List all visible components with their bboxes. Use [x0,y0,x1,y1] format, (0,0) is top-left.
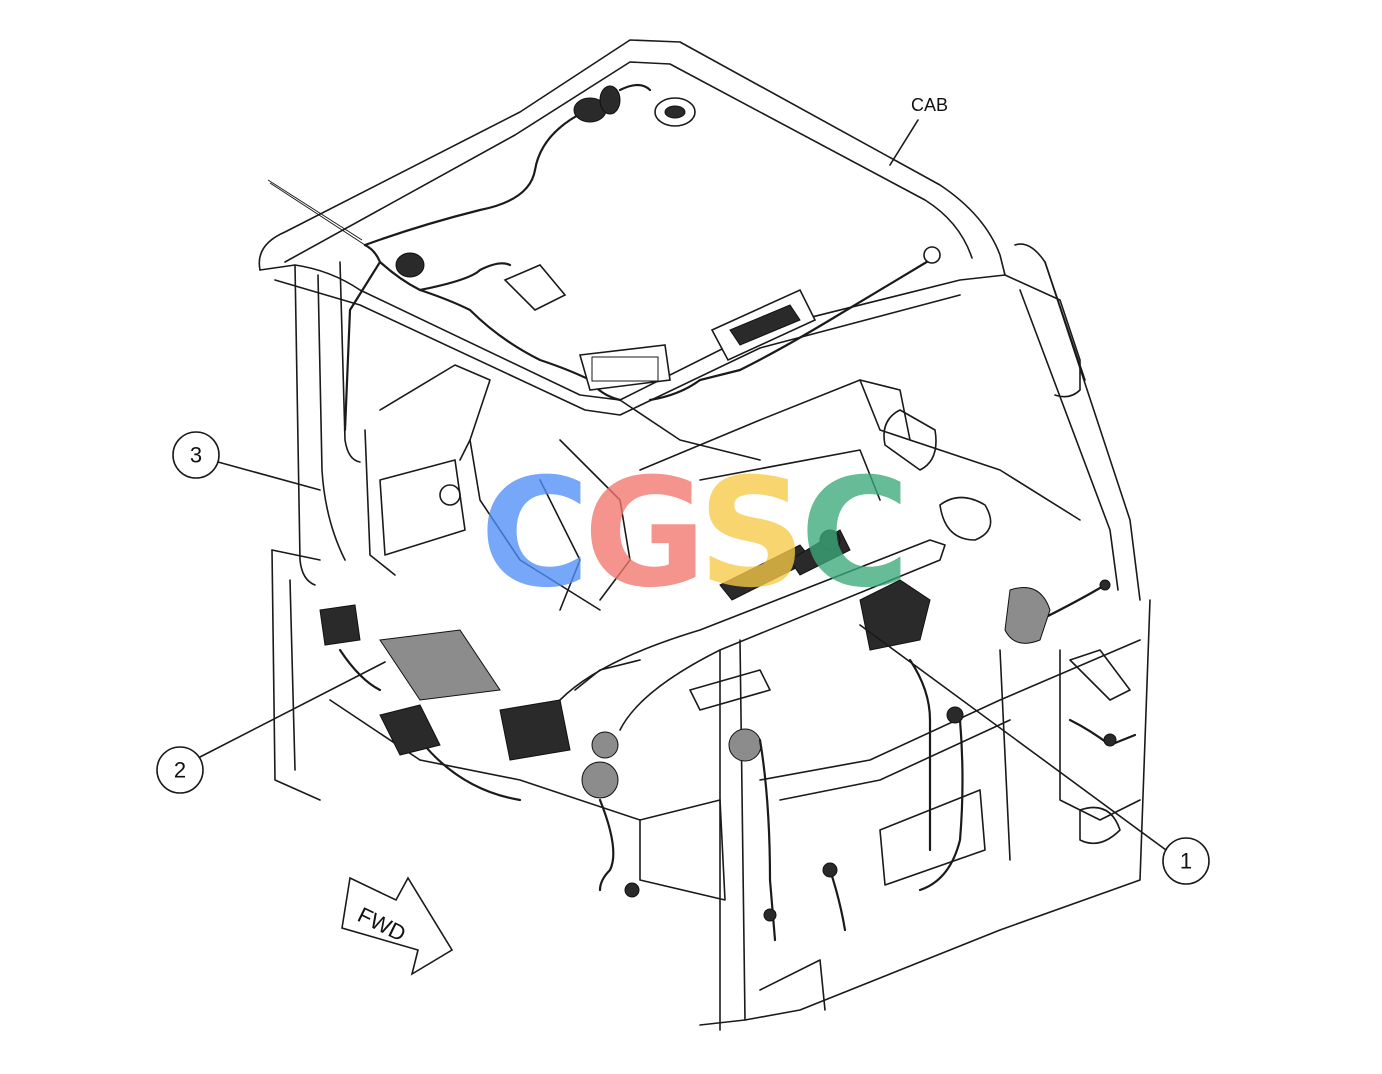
callout-1-number: 1 [1180,849,1192,874]
callout-1-leader [859,624,1167,851]
fwd-arrow: FWD [341,876,454,976]
callout-1-circle [1162,837,1210,885]
callout-3-circle [172,431,220,479]
cab-label-text: CAB [911,95,948,115]
cab-pillars [294,243,1141,601]
watermark-letter: G [583,447,706,621]
watermark-letter: C [800,447,910,621]
wiring-harness [319,83,1137,942]
cab-leader-line [889,119,919,166]
fwd-arrow-shape [341,876,454,976]
callout-2: 2 [156,661,386,794]
callout-1: 1 [859,624,1210,885]
callout-2-number: 2 [174,758,186,783]
callout-3-leader [217,461,321,491]
cab-interior [271,364,1151,1031]
watermark-letter: C [480,447,590,621]
dashboard [559,529,946,799]
cab-label: CAB [889,95,948,166]
callout-3: 3 [172,431,321,491]
callout-2-circle [156,746,204,794]
cab-roof [258,39,1006,416]
callout-2-leader [199,661,386,758]
watermark-letter: S [698,447,806,621]
callout-3-number: 3 [190,443,202,468]
